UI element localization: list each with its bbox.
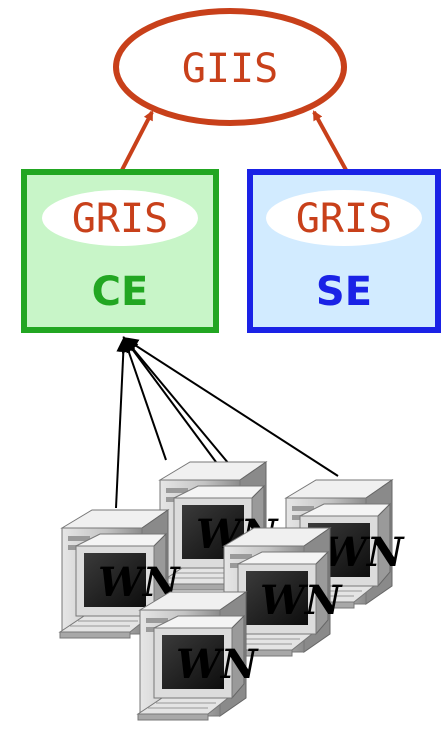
giis-label: GIIS <box>182 46 278 92</box>
worker-node-label: WN <box>176 641 259 688</box>
worker-node-5: WN <box>137 591 259 721</box>
se-label: SE <box>316 269 372 315</box>
worker-node-3: WN <box>283 479 405 609</box>
arrow-ce-to-giis <box>120 110 154 171</box>
arrow-wn1-to-ce <box>115 336 131 509</box>
worker-node-label: WN <box>260 577 343 624</box>
arrow-wn2-to-ce <box>121 336 167 461</box>
wn-to-ce-arrows <box>115 336 339 509</box>
ce-label: CE <box>92 269 149 315</box>
gris-se-bubble <box>266 190 422 246</box>
arrow-wn3-to-ce <box>122 336 217 463</box>
worker-node-4: WN <box>221 527 343 657</box>
gris-ce-bubble <box>42 190 198 246</box>
giis-node <box>113 8 347 126</box>
worker-node-label: WN <box>322 529 405 576</box>
arrow-wn4-to-ce <box>122 336 235 471</box>
arrow-wn5-to-ce <box>122 336 339 477</box>
gris-ce-label: GRIS <box>72 196 168 242</box>
arrow-se-to-giis <box>312 110 348 171</box>
gris-se-label: GRIS <box>296 196 392 242</box>
